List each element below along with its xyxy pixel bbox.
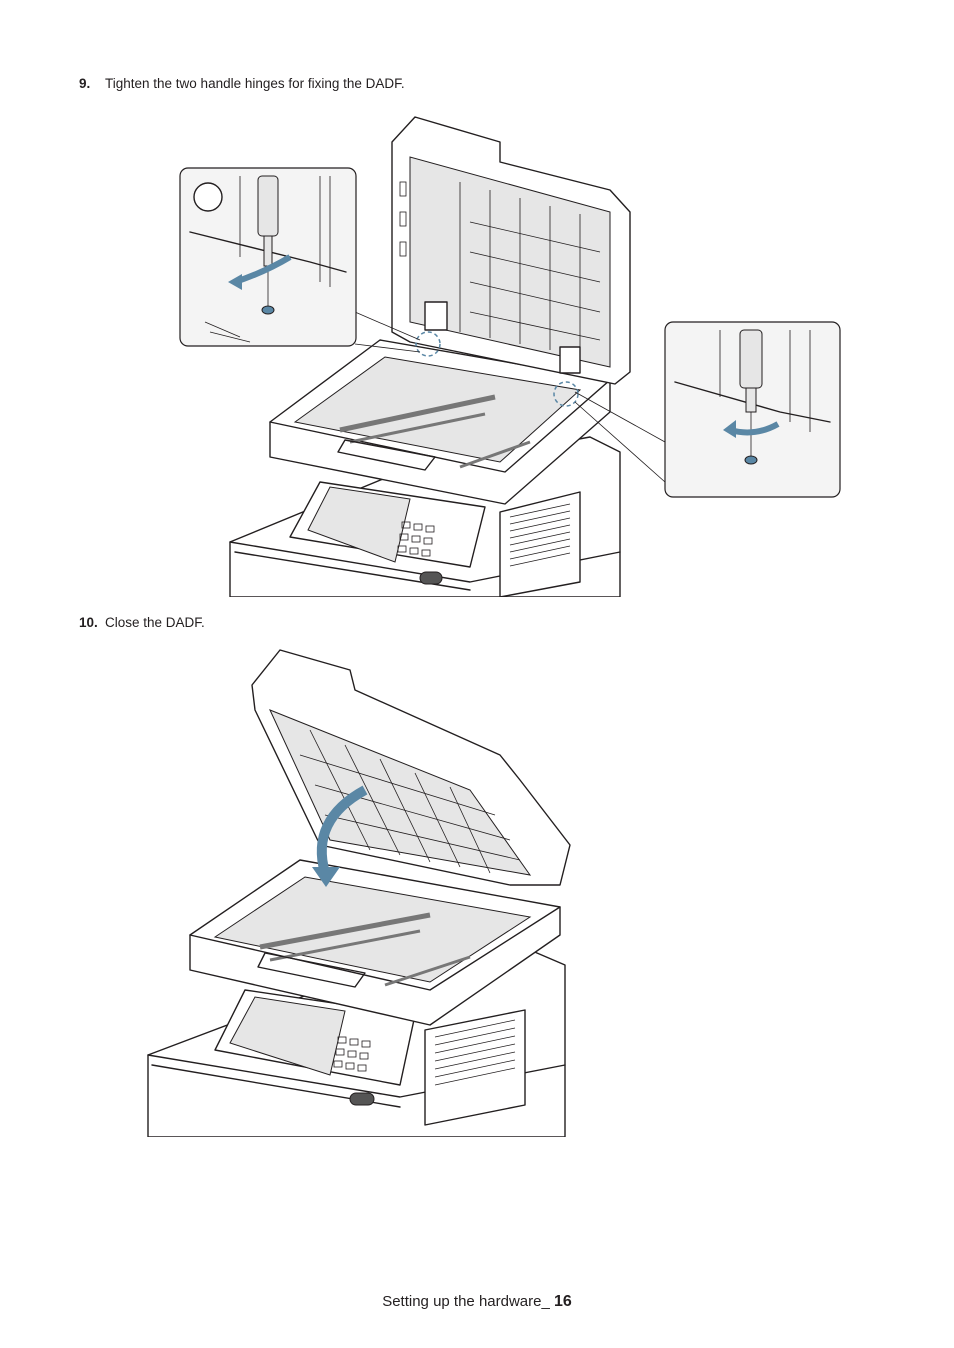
page-footer: Setting up the hardware_ 16	[0, 1293, 954, 1311]
step-number: 9.	[79, 76, 91, 91]
illustration-tighten-hinges	[170, 112, 850, 597]
page-number: 16	[554, 1293, 572, 1310]
step-number: 10.	[79, 615, 98, 630]
step-10: 10. Close the DADF.	[79, 615, 205, 631]
illustration-close-dadf	[140, 645, 580, 1137]
step-9: 9. Tighten the two handle hinges for fixi…	[79, 76, 405, 92]
footer-section-title: Setting up the hardware_	[382, 1293, 554, 1310]
step-text: Close the DADF.	[105, 615, 205, 630]
step-text: Tighten the two handle hinges for fixing…	[105, 76, 405, 91]
